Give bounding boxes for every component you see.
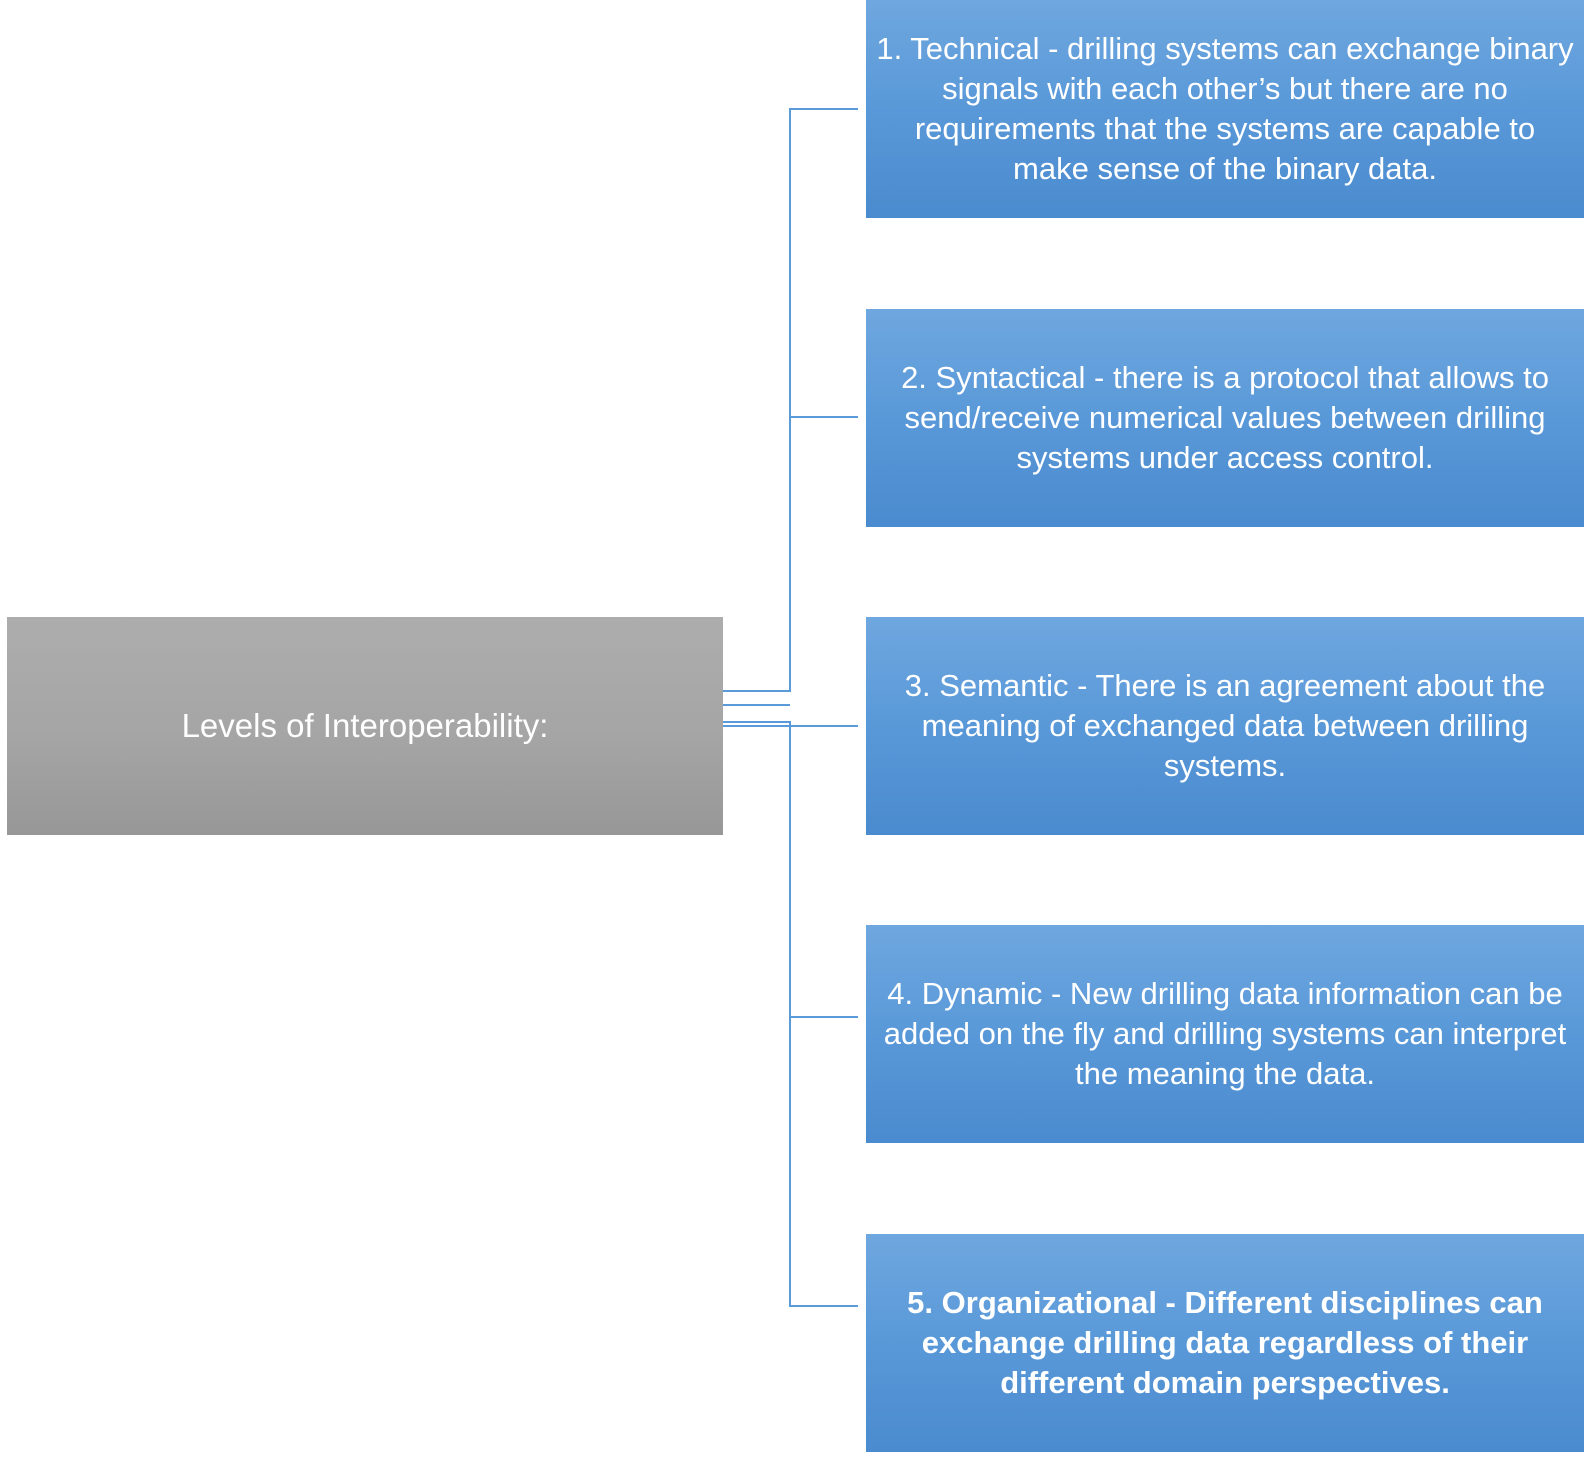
connector-root-upper — [723, 108, 858, 692]
level-node-organizational: 5. Organizational - Different discipline… — [866, 1234, 1584, 1452]
level-node-semantic-text: 3. Semantic - There is an agreement abou… — [904, 668, 1546, 783]
level-node-dynamic-text: 4. Dynamic - New drilling data informati… — [883, 976, 1567, 1091]
level-node-syntactical: 2. Syntactical - there is a protocol tha… — [866, 309, 1584, 527]
root-node-label: Levels of Interoperability: — [181, 707, 549, 745]
level-node-technical: 1. Technical - drilling systems can exch… — [866, 0, 1584, 218]
level-node-dynamic: 4. Dynamic - New drilling data informati… — [866, 925, 1584, 1143]
root-node: Levels of Interoperability: — [7, 617, 723, 835]
level-node-organizational-text: 5. Organizational - Different discipline… — [907, 1285, 1543, 1400]
connector-root-lower — [723, 721, 858, 1307]
level-node-semantic: 3. Semantic - There is an agreement abou… — [866, 617, 1584, 835]
level-node-technical-text: 1. Technical - drilling systems can exch… — [876, 31, 1574, 186]
level-node-syntactical-text: 2. Syntactical - there is a protocol tha… — [901, 360, 1549, 475]
